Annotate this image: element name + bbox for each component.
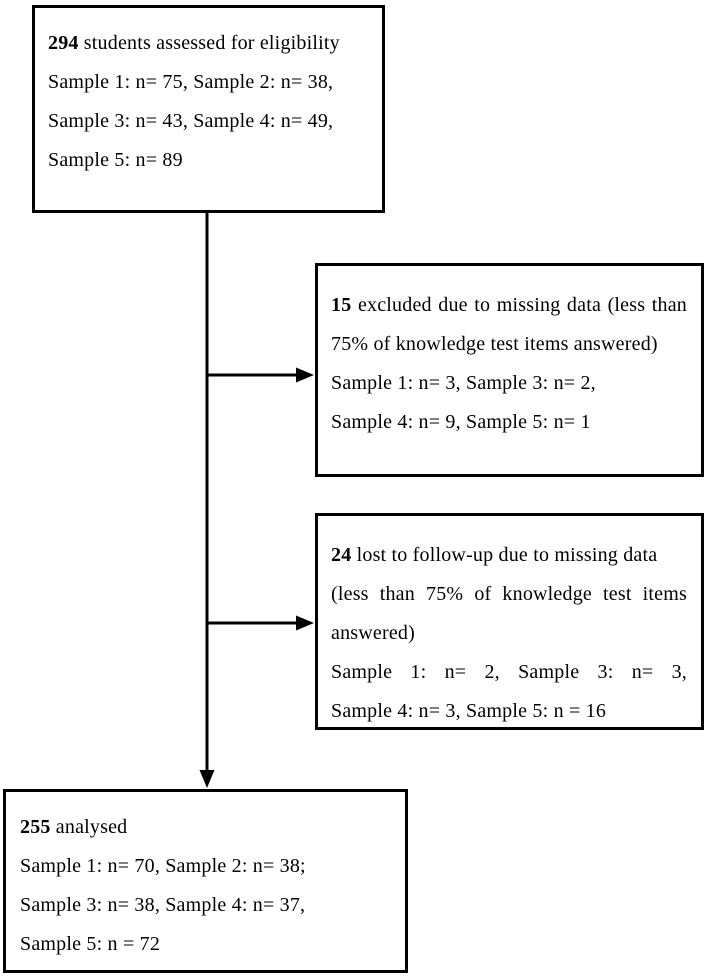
excluded-headline-text: excluded due to missing data (less than (351, 294, 687, 316)
eligibility-samples-3: Sample 5: n= 89 (48, 149, 183, 171)
analysed-headline: 255 analysed (20, 808, 391, 847)
analysed-samples-2: Sample 3: n= 38, Sample 4: n= 37, (20, 894, 306, 916)
arrow-to-lost-head (296, 615, 314, 631)
box-excluded: 15 excluded due to missing data (less th… (315, 263, 704, 477)
excluded-samples-2: Sample 4: n= 9, Sample 5: n= 1 (331, 411, 591, 433)
lost-samples-2: Sample 4: n= 3, Sample 5: n = 16 (331, 700, 607, 722)
arrow-to-excluded-head (296, 367, 314, 383)
eligibility-headline-text: students assessed for eligibility (78, 32, 340, 54)
eligibility-samples-2: Sample 3: n= 43, Sample 4: n= 49, (48, 110, 334, 132)
lost-headline-cont-2: answered) (331, 622, 415, 644)
excluded-headline: 15 excluded due to missing data (less th… (331, 286, 687, 325)
lost-headline-text: lost to follow-up due to missing data (351, 544, 658, 566)
eligibility-headline: 294 students assessed for eligibility (48, 24, 368, 63)
excluded-samples-1: Sample 1: n= 3, Sample 3: n= 2, (331, 372, 596, 394)
analysed-samples-3: Sample 5: n = 72 (20, 933, 161, 955)
arrow-down-head (199, 770, 215, 788)
lost-headline: 24 lost to follow-up due to missing data (331, 536, 687, 575)
lost-samples-1: Sample 1: n= 2, Sample 3: n= 3, (331, 661, 687, 683)
eligibility-count: 294 (48, 32, 79, 54)
box-eligibility: 294 students assessed for eligibility Sa… (32, 5, 385, 213)
analysed-count: 255 (20, 816, 51, 838)
lost-headline-cont-1: (less than 75% of knowledge test items (331, 583, 687, 605)
analysed-headline-text: analysed (50, 816, 128, 838)
eligibility-samples-1: Sample 1: n= 75, Sample 2: n= 38, (48, 71, 334, 93)
analysed-samples-1: Sample 1: n= 70, Sample 2: n= 38; (20, 855, 306, 877)
lost-count: 24 (331, 544, 352, 566)
excluded-count: 15 (331, 294, 352, 316)
box-lost-to-followup: 24 lost to follow-up due to missing data… (315, 513, 704, 730)
excluded-headline-cont: 75% of knowledge test items answered) (331, 333, 658, 355)
box-analysed: 255 analysed Sample 1: n= 70, Sample 2: … (3, 789, 408, 973)
